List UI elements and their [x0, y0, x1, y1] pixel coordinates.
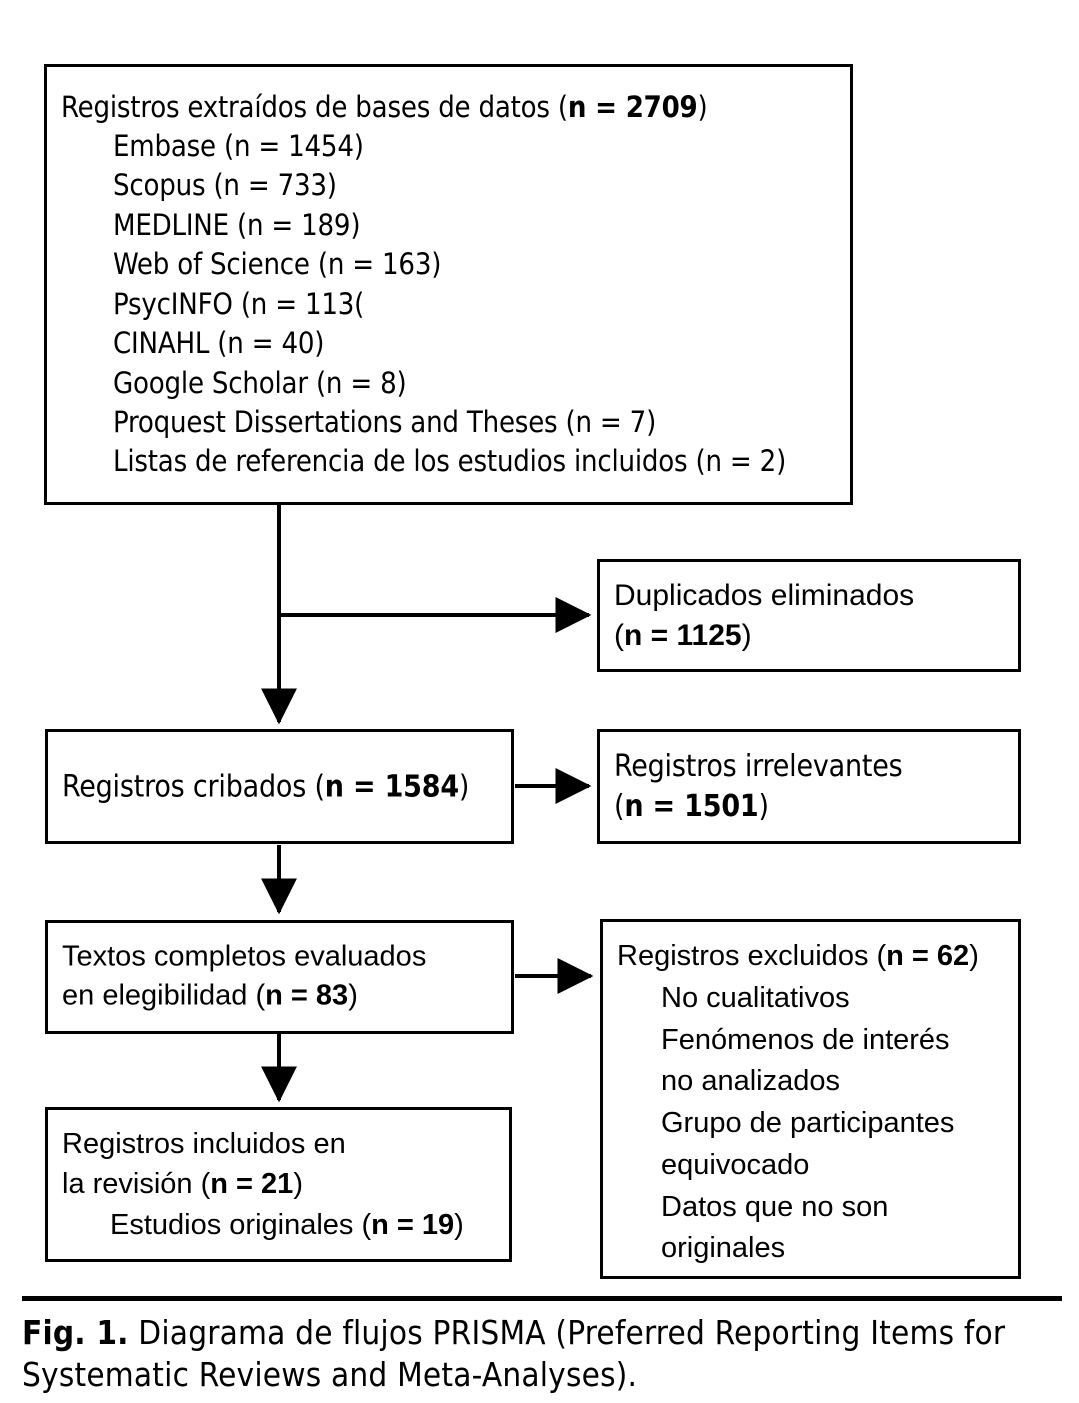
source-item-proquest: Proquest Dissertations and Theses (n = 7…: [113, 404, 657, 439]
source-item-reference-lists: Listas de referencia de los estudios inc…: [113, 444, 787, 479]
figure-caption: Fig. 1. Diagrama de flujos PRISMA (Prefe…: [22, 1312, 1068, 1395]
excluded-reason-3: Grupo de participantes: [661, 1107, 955, 1139]
figure-caption-text: Diagrama de flujos PRISMA (Preferred Rep…: [22, 1313, 1006, 1394]
box-records-identified: Registros extraídos de bases de datos (n…: [44, 64, 853, 505]
excluded-reason-4-cont: originales: [661, 1232, 786, 1265]
source-item-web-of-science: Web of Science (n = 163): [113, 247, 442, 282]
box-records-excluded-content: Registros excluidos (n = 62) No cualitat…: [603, 922, 1018, 1270]
duplicates-count: (n = 1125): [614, 618, 752, 652]
excluded-heading: Registros excluidos (n = 62): [617, 940, 979, 972]
included-label-line2: la revisión (n = 21): [62, 1168, 303, 1201]
sources-heading: Registros extraídos de bases de datos (n…: [61, 89, 708, 124]
sources-heading-count: n = 2709: [567, 89, 698, 124]
source-item-embase: Embase (n = 1454): [113, 128, 364, 163]
excluded-reason-2: Fenómenos de interés: [661, 1023, 950, 1056]
source-item-medline: MEDLINE (n = 189): [113, 207, 361, 242]
figure-number-label: Fig. 1.: [22, 1313, 129, 1352]
included-label-line1: Registros incluidos en: [62, 1127, 346, 1160]
box-records-screened-content: Registros cribados (n = 1584): [48, 767, 511, 806]
eligibility-label-line2: en elegibilidad (n = 83): [62, 980, 358, 1012]
included-original-studies: Estudios originales (n = 19): [110, 1208, 464, 1241]
duplicates-label: Duplicados eliminados: [614, 578, 915, 612]
excluded-reason-2-cont: no analizados: [661, 1065, 840, 1098]
source-item-scopus: Scopus (n = 733): [113, 168, 337, 203]
excluded-reason-1: No cualitativos: [661, 981, 850, 1014]
excluded-reason-3-cont: equivocado: [661, 1148, 810, 1181]
box-duplicates-removed: Duplicados eliminados (n = 1125): [597, 559, 1021, 672]
box-fulltext-eligibility-content: Textos completos evaluados en elegibilid…: [48, 938, 511, 1017]
excluded-reason-4: Datos que no son: [661, 1190, 889, 1223]
box-records-identified-content: Registros extraídos de bases de datos (n…: [47, 87, 850, 481]
irrelevant-count: (n = 1501): [614, 788, 769, 824]
source-item-psycinfo: PsycINFO (n = 113(: [113, 286, 365, 321]
box-records-irrelevant-content: Registros irrelevantes (n = 1501): [600, 746, 1018, 826]
box-records-included: Registros incluidos en la revisión (n = …: [45, 1107, 512, 1262]
box-duplicates-removed-content: Duplicados eliminados (n = 1125): [600, 575, 1018, 655]
box-records-included-content: Registros incluidos en la revisión (n = …: [48, 1124, 509, 1246]
screened-label: Registros cribados (n = 1584): [62, 769, 470, 804]
source-item-google-scholar: Google Scholar (n = 8): [113, 365, 407, 400]
box-records-screened: Registros cribados (n = 1584): [45, 729, 514, 844]
irrelevant-label: Registros irrelevantes: [614, 748, 903, 784]
box-records-excluded: Registros excluidos (n = 62) No cualitat…: [600, 919, 1021, 1279]
box-fulltext-eligibility: Textos completos evaluados en elegibilid…: [45, 920, 514, 1034]
box-records-irrelevant: Registros irrelevantes (n = 1501): [597, 729, 1021, 844]
source-item-cinahl: CINAHL (n = 40): [113, 325, 325, 360]
caption-divider-rule: [22, 1296, 1062, 1301]
eligibility-label-line1: Textos completos evaluados: [62, 940, 427, 973]
